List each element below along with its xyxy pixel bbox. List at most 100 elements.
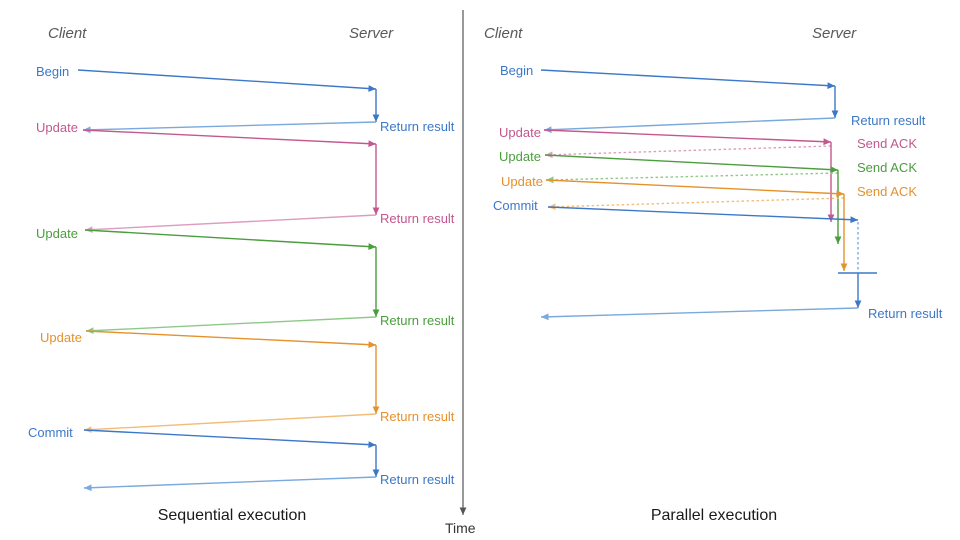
parallel-message-label-3: Send ACK [857, 136, 917, 151]
sequential-begin-server-span-arrowhead [372, 114, 380, 122]
sequential-commit-response-line [83, 476, 377, 489]
time-axis-arrowhead [459, 507, 467, 515]
parallel-begin-server-span [831, 86, 839, 118]
sequential-begin-request [77, 69, 377, 92]
sequential-update3-response [83, 413, 377, 433]
parallel-message-label-5: Send ACK [857, 160, 917, 175]
sequential-begin-request-line [77, 69, 377, 90]
sequential-message-label-2: Update [36, 120, 78, 135]
sequential-message-label-6: Update [40, 330, 82, 345]
sequential-update3-server-span [372, 345, 380, 414]
parallel-update3-ack-line [547, 197, 845, 208]
time-axis: Time [445, 10, 476, 536]
sequential-client-actor-label: Client [48, 25, 87, 42]
parallel-server-actor-label: Server [812, 25, 857, 42]
sequential-message-label-1: Return result [380, 119, 455, 134]
sequential-message-label-0: Begin [36, 64, 69, 79]
parallel-message-label-7: Send ACK [857, 184, 917, 199]
parallel-begin-response-line [543, 117, 836, 131]
parallel-update3-request-line [545, 179, 845, 195]
parallel-update2-request-line [544, 154, 839, 171]
parallel-caption: Parallel execution [651, 507, 777, 524]
sequential-message-label-9: Return result [380, 472, 455, 487]
sequential-update3-response-line [83, 413, 377, 431]
parallel-begin-request [540, 69, 836, 89]
parallel-update2-server-span [834, 170, 842, 244]
parallel-commit-server-span [854, 273, 862, 308]
sequential-update1-request-arrowhead [368, 140, 376, 148]
sequential-update2-server-span-arrowhead [372, 309, 380, 317]
sequential-update2-response [85, 316, 377, 335]
parallel-begin-response [543, 117, 836, 134]
sequential-begin-server-span [372, 89, 380, 122]
sequential-update2-server-span [372, 247, 380, 317]
sequential-message-label-3: Return result [380, 211, 455, 226]
parallel-message-label-9: Return result [868, 306, 943, 321]
sequential-message-label-5: Return result [380, 313, 455, 328]
parallel-update3-request [545, 179, 845, 198]
parallel-begin-server-span-arrowhead [831, 110, 839, 118]
parallel-update1-server-span [827, 142, 835, 222]
parallel-commit-response-line [540, 307, 859, 318]
sequential-message-label-4: Update [36, 226, 78, 241]
parallel-commit-request [547, 206, 859, 224]
sequential-commit-request [83, 429, 377, 449]
sequential-update2-response-line [85, 316, 377, 332]
sequential-update1-server-span [372, 144, 380, 215]
sequential-update1-request-line [82, 129, 377, 145]
sequential-update2-request [84, 229, 377, 250]
parallel-begin-request-line [540, 69, 836, 87]
sequential-update1-response [84, 214, 377, 234]
sequential-begin-response-line [82, 121, 377, 131]
sequential-update3-request [85, 330, 377, 349]
parallel-commit-request-line [547, 206, 859, 221]
sequential-commit-server-span-arrowhead [372, 469, 380, 477]
sequential-message-label-8: Commit [28, 425, 73, 440]
parallel-message-label-0: Begin [500, 63, 533, 78]
parallel-message-label-1: Return result [851, 113, 926, 128]
sequential-commit-request-line [83, 429, 377, 446]
parallel-update2-server-span-arrowhead [834, 236, 842, 244]
parallel-update1-ack-line [544, 145, 832, 156]
sequential-caption: Sequential execution [158, 507, 307, 524]
parallel-update1-request-arrowhead [823, 138, 831, 146]
parallel-update3-request-arrowhead [836, 190, 844, 198]
sequential-update1-server-span-arrowhead [372, 207, 380, 215]
parallel-commit-server-span-arrowhead [854, 300, 862, 308]
parallel-commit-request-arrowhead [850, 216, 858, 224]
parallel-update3-server-span-arrowhead [840, 263, 848, 271]
parallel-update3-server-span [840, 194, 848, 271]
sequential-update3-request-line [85, 330, 377, 346]
parallel-update2-ack-line [545, 172, 839, 181]
time-axis-label: Time [445, 520, 476, 536]
sequential-message-label-7: Return result [380, 409, 455, 424]
parallel-message-label-4: Update [499, 149, 541, 164]
parallel-message-label-8: Commit [493, 198, 538, 213]
sequential-update2-request-line [84, 229, 377, 248]
sequential-begin-request-arrowhead [368, 85, 376, 92]
parallel-client-actor-label: Client [484, 25, 523, 42]
sequential-update1-request [82, 129, 377, 148]
parallel-message-label-2: Update [499, 125, 541, 140]
sequential-update3-request-arrowhead [368, 341, 376, 349]
parallel-update1-ack [544, 145, 832, 159]
sequential-commit-server-span [372, 445, 380, 477]
parallel-update1-request-line [543, 129, 832, 143]
parallel-begin-request-arrowhead [827, 82, 835, 89]
sequential-update2-request-arrowhead [368, 243, 376, 250]
sequential-commit-response [83, 476, 377, 492]
sequential-server-actor-label: Server [349, 25, 394, 42]
sequential-commit-request-arrowhead [368, 441, 376, 449]
parallel-update2-request-arrowhead [830, 166, 838, 174]
sequential-commit-response-arrowhead [84, 484, 92, 492]
parallel-commit-response-arrowhead [541, 313, 549, 321]
parallel-update2-request [544, 154, 839, 174]
parallel-commit-response [540, 307, 859, 321]
parallel-message-label-6: Update [501, 174, 543, 189]
parallel-update1-request [543, 129, 832, 146]
sequential-update1-response-line [84, 214, 377, 231]
